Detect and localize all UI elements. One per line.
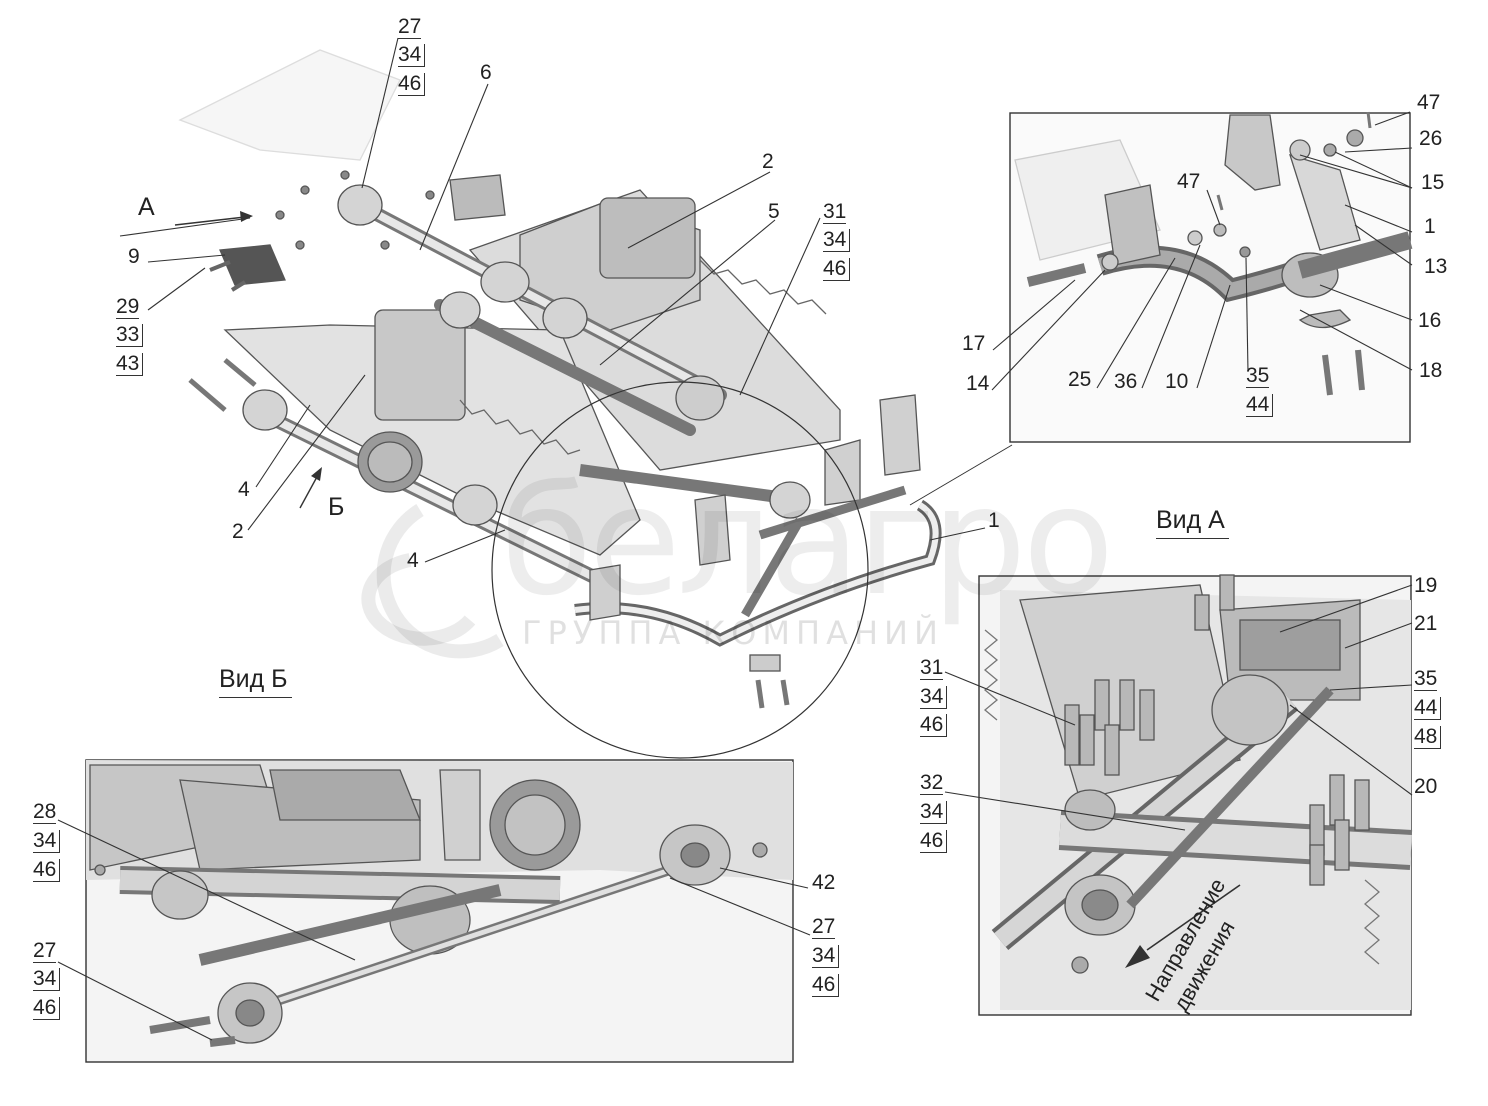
callout-15: 15	[1421, 171, 1445, 194]
callout-46-b1: 46	[33, 859, 61, 882]
callout-1-inset: 1	[1424, 215, 1436, 238]
main-assembly	[178, 49, 942, 709]
leader-lines	[57, 37, 1413, 1041]
callout-10: 10	[1165, 370, 1189, 393]
callout-47-top: 47	[1417, 91, 1441, 114]
callout-2-left: 2	[232, 520, 244, 543]
callout-19: 19	[1414, 574, 1438, 597]
view-a-title: Вид А	[1156, 506, 1229, 539]
callout-2-top: 2	[762, 150, 774, 173]
callout-9: 9	[128, 245, 140, 268]
callout-6: 6	[480, 61, 492, 84]
callout-18: 18	[1419, 359, 1443, 382]
callout-4-left: 4	[238, 478, 250, 501]
callout-46-b3: 46	[33, 997, 61, 1020]
callout-27-top: 27	[398, 15, 422, 39]
watermark-logo-rings	[361, 504, 504, 659]
callout-29: 29	[116, 295, 140, 319]
callout-34-a1: 34	[920, 686, 948, 709]
marker-b: Б	[328, 493, 345, 521]
inset-stabilizer-parts	[1014, 111, 1413, 396]
callout-34-main: 34	[823, 229, 851, 252]
view-b-title: Вид Б	[219, 665, 292, 698]
callout-25: 25	[1068, 368, 1092, 391]
callout-35-a: 35	[1414, 667, 1438, 691]
callout-46-b2: 46	[812, 974, 840, 997]
callout-27-b2: 27	[33, 939, 57, 963]
callout-20: 20	[1414, 775, 1438, 798]
inset-view-b-parts	[86, 760, 793, 1047]
callout-34-top: 34	[398, 44, 426, 67]
callout-34-a2: 34	[920, 801, 948, 824]
callout-27-b: 27	[812, 915, 836, 939]
callout-13: 13	[1424, 255, 1448, 278]
callout-17: 17	[962, 332, 986, 355]
callout-4-low: 4	[407, 549, 419, 572]
callout-32-a: 32	[920, 771, 944, 795]
callout-46-top: 46	[398, 73, 426, 96]
callout-5: 5	[768, 200, 780, 223]
callout-34-b3: 34	[33, 968, 61, 991]
callout-31-a: 31	[920, 656, 944, 680]
callout-46-main: 46	[823, 258, 851, 281]
callout-36: 36	[1114, 370, 1138, 393]
callout-46-a2: 46	[920, 830, 948, 853]
callout-44-inset: 44	[1246, 394, 1274, 417]
detail-circle	[491, 381, 869, 759]
callout-33: 33	[116, 324, 144, 347]
callout-34-b2: 34	[812, 945, 840, 968]
callout-1-main: 1	[988, 509, 1000, 532]
watermark-subtitle: ГРУППА КОМПАНИЙ	[522, 614, 944, 652]
callout-28: 28	[33, 800, 57, 824]
callout-31-main: 31	[823, 200, 847, 224]
callout-35-inset: 35	[1246, 364, 1270, 388]
inset-view-a-parts	[983, 574, 1413, 1010]
marker-a: А	[138, 193, 155, 221]
watermark-brand: белагро	[500, 455, 1114, 629]
callout-14: 14	[966, 372, 990, 395]
callout-21: 21	[1414, 612, 1438, 635]
callout-48-a: 48	[1414, 726, 1442, 749]
callout-26: 26	[1419, 127, 1443, 150]
callout-46-a1: 46	[920, 714, 948, 737]
callout-44-a: 44	[1414, 697, 1442, 720]
callout-16: 16	[1418, 309, 1442, 332]
callout-42: 42	[812, 871, 836, 894]
callout-43: 43	[116, 353, 144, 376]
callout-34-b1: 34	[33, 830, 61, 853]
callout-47-mid: 47	[1177, 170, 1201, 193]
